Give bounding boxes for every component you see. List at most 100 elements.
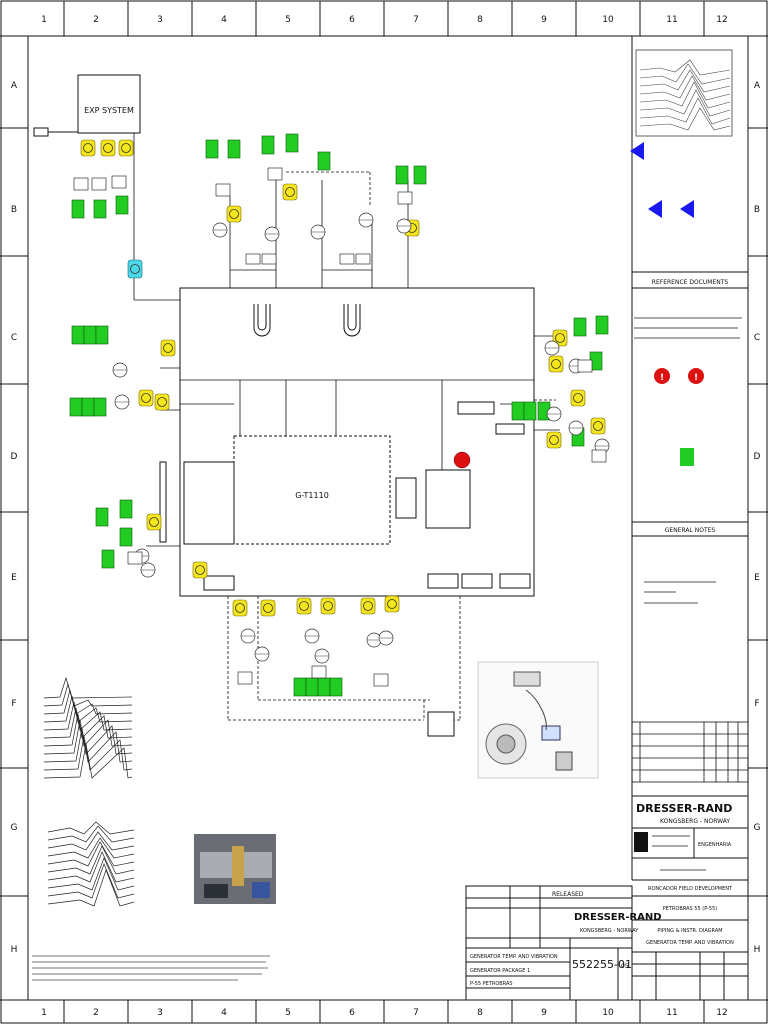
row-label-f-right: F [754,699,759,709]
column-labels-bottom: 1 2 3 4 5 6 7 8 9 10 11 12 [41,1008,728,1018]
column-labels-top: 1 2 3 4 5 6 7 8 9 10 11 12 [41,15,728,25]
exciter-body [425,469,471,529]
sensor-element-ring-17 [555,333,565,343]
col-label-7: 7 [413,15,419,25]
sensor-element-ring-7 [141,393,151,403]
drawing-title-1: PIPING & INSTR. DIAGRAM [657,928,722,934]
title-line-3: P-55 PETROBRAS [470,981,513,987]
sensor-element-4 [282,183,298,201]
col-label-10: 10 [602,15,614,25]
sensor-element-11 [232,599,248,617]
company-name-small: DRESSER-RAND [574,912,662,923]
sheet-number: 05 [621,963,629,970]
sensor-element-ring-14 [323,601,333,611]
col-label-1-bottom: 1 [41,1008,47,1018]
waterfall-plot-2 [47,821,135,907]
sensor-element-1 [100,139,116,157]
col-label-10-bottom: 10 [602,1008,614,1018]
company-location: KONGSBERG - NORWAY [660,818,730,825]
bearing-tag-1 [261,253,277,265]
bearing-tag-3 [355,253,371,265]
sensor-element-ring-12 [263,603,273,613]
row-label-b-right: B [754,205,760,215]
flag-triangle-1 [630,142,644,160]
transmitter-indicator-0 [205,139,219,159]
exp-system-label: EXP SYSTEM [84,106,134,115]
sensor-element-ring-19 [573,393,583,403]
vibration-probe-illustration [477,661,599,779]
transmitter-indicator-5 [395,165,409,185]
sensor-element-16 [384,595,400,613]
sensor-element-12 [260,599,276,617]
confidentiality-note-lines [32,955,270,981]
tag-box-8 [311,665,327,679]
flag-triangle-3 [680,200,694,218]
transmitter-indicator-20 [293,677,307,697]
row-label-h-right: H [754,945,761,955]
sensor-element-ring-15 [363,601,373,611]
row-label-f: F [11,699,16,709]
sensor-element-3 [226,205,242,223]
customer-logo [634,832,648,852]
transmitter-indicator-6 [413,165,427,185]
tag-box-5 [397,191,413,205]
row-label-b: B [11,205,17,215]
tag-box-10 [577,359,593,373]
revision-table [631,721,749,783]
transmitter-indicator-11 [81,397,95,417]
column-ticks [63,1,705,1023]
row-labels-right: A B C D E F G H [754,81,761,955]
transmitter-indicator-24 [511,401,525,421]
sensor-element-8 [154,393,170,411]
customer-code: ENGENHARIA [698,842,732,848]
transmitter-indicator-4 [317,151,331,171]
col-label-8-bottom: 8 [477,1008,483,1018]
sensor-element-6 [160,339,176,357]
col-label-6: 6 [349,15,355,25]
instrument-symbols [69,133,610,697]
bearing-tag-2 [339,253,355,265]
drawing-title-2: GENERATOR TEMP. AND VIBRATION [646,940,734,946]
alarm-icon-1: ! [654,368,670,384]
svg-text:!: ! [660,373,664,383]
drawing-status: RELEASED [552,891,584,898]
row-label-a: A [11,81,18,91]
sensor-element-ring-20 [549,435,559,445]
col-label-2: 2 [93,15,99,25]
waterfall-plot-thumbnail-top [635,49,733,137]
transmitter-indicator-18 [93,199,107,219]
transmitter-indicator-2 [261,135,275,155]
col-label-3-bottom: 3 [157,1008,163,1018]
sensor-element-21 [590,417,606,435]
col-label-6-bottom: 6 [349,1008,355,1018]
sensor-element-ring-9 [149,517,159,527]
unit-name: PETROBRAS 55 (P-55) [663,906,717,912]
generator-label: G-T1110 [295,491,329,500]
bearing-nde [343,304,361,337]
sensor-element-ring-16 [387,599,397,609]
tag-box-0 [73,177,89,191]
col-label-4: 4 [221,15,227,25]
sensor-element-ring-21 [593,421,603,431]
sensor-element-17 [552,329,568,347]
cyan-node-ring [130,264,140,274]
general-notes-lines [644,581,716,604]
title-line-1: GENERATOR TEMP. AND VIBRATION [470,954,558,960]
sensor-element-ring-3 [229,209,239,219]
transmitter-indicator-16 [119,499,133,519]
svg-text:!: ! [694,373,698,383]
col-label-9: 9 [541,15,547,25]
transmitter-indicator-27 [573,317,587,337]
transmitter-indicator-19 [115,195,129,215]
col-label-8: 8 [477,15,483,25]
row-label-e: E [11,573,17,583]
row-label-c-right: C [754,333,760,343]
sensor-element-7 [138,389,154,407]
tag-box-1 [91,177,107,191]
row-label-g-right: G [754,823,761,833]
sensor-element-10 [192,561,208,579]
transmitter-indicator-12 [93,397,107,417]
col-label-5-bottom: 5 [285,1008,291,1018]
row-labels-left: A B C D E F G H [11,81,18,955]
